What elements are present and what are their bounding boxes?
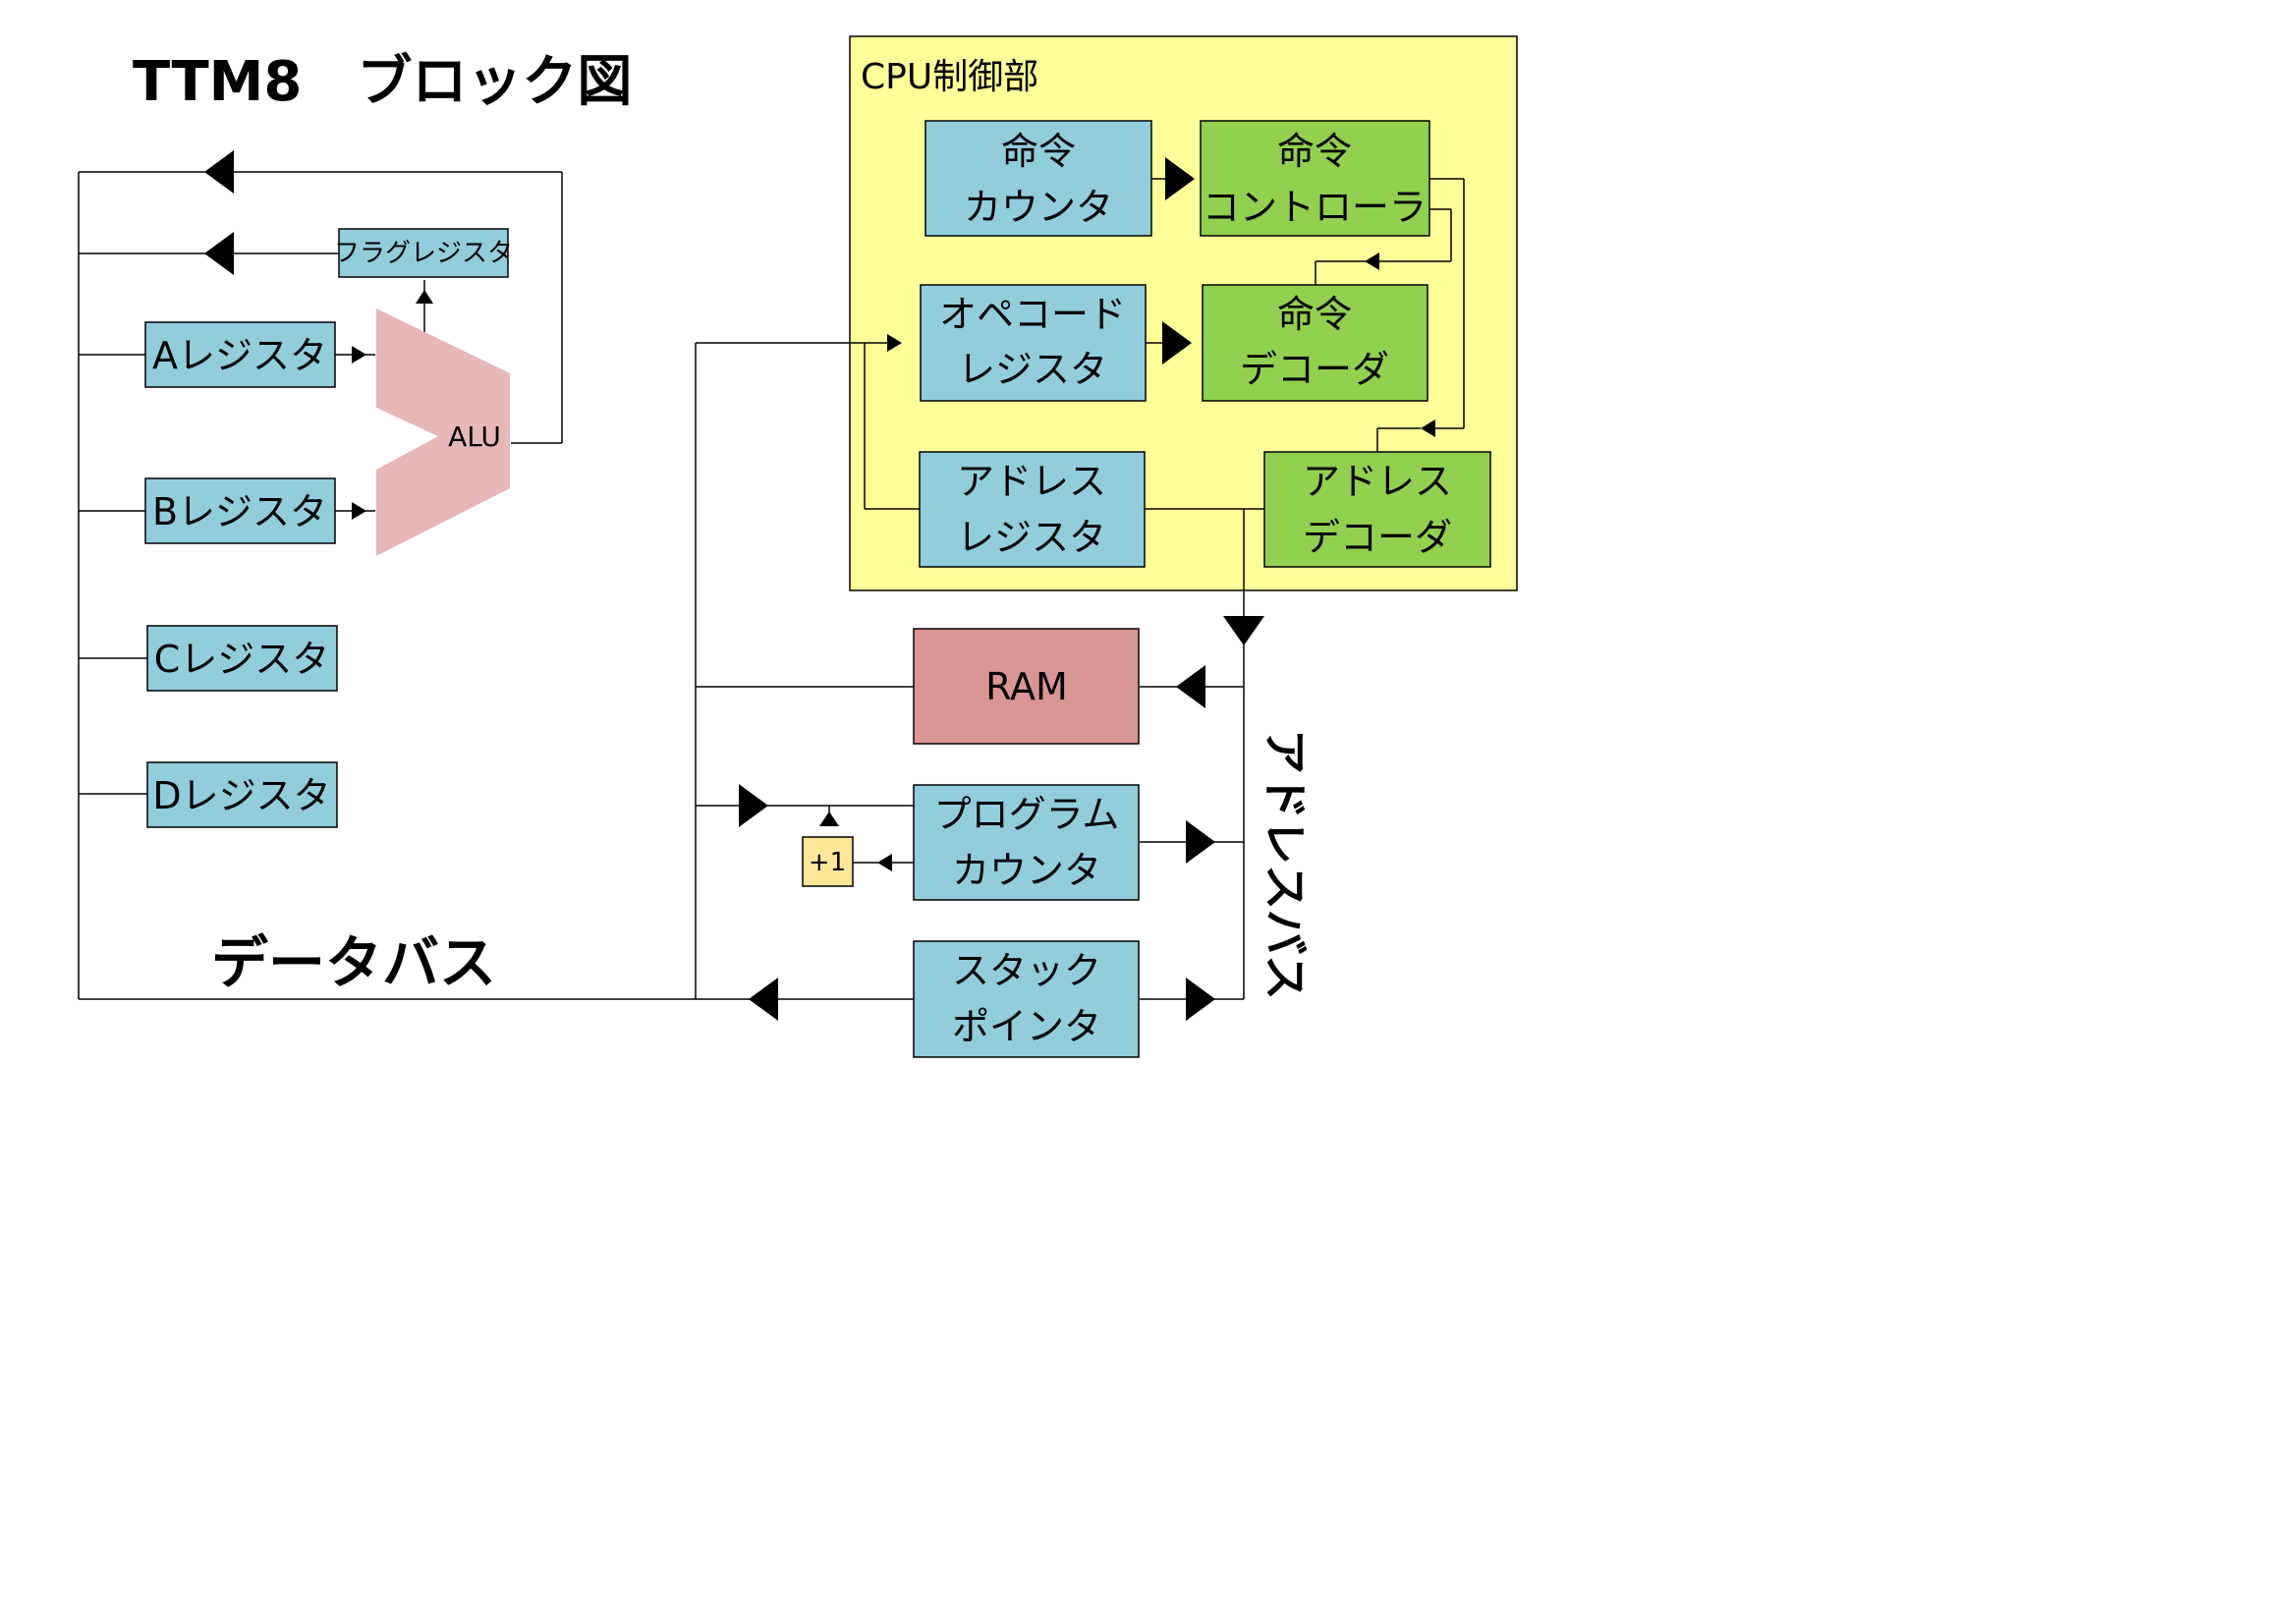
alu-label: ALU	[448, 420, 501, 453]
arrowheads	[204, 150, 1435, 1021]
instruction-controller-line1: 命令	[1277, 130, 1352, 173]
d-register-label: Dレジスタ	[152, 774, 330, 817]
opcode-register-line2: レジスタ	[958, 348, 1107, 391]
instruction-counter: 命令 カウンタ	[924, 120, 1152, 237]
instruction-decoder: 命令 デコーダ	[1202, 284, 1428, 402]
a-register-label: Aレジスタ	[152, 334, 327, 377]
address-decoder: アドレス デコーダ	[1263, 451, 1491, 568]
program-counter-line1: プログラム	[934, 793, 1120, 836]
arrow-down-icon	[1223, 616, 1264, 645]
stack-pointer: スタック ポインタ	[913, 940, 1140, 1058]
instruction-counter-line1: 命令	[1001, 130, 1076, 173]
alu: ALU	[376, 308, 510, 556]
arrow-left-icon	[1421, 420, 1435, 437]
instruction-counter-line2: カウンタ	[964, 186, 1113, 229]
instruction-decoder-line1: 命令	[1277, 293, 1352, 336]
address-register-line2: レジスタ	[957, 516, 1106, 559]
instruction-controller-line2: コントローラ	[1203, 186, 1427, 229]
page-title: TTM8 ブロック図	[133, 50, 632, 114]
arrow-up-icon	[416, 290, 433, 304]
arrow-up-icon	[819, 812, 839, 826]
arrow-right-icon	[1162, 321, 1192, 364]
b-register-label: Bレジスタ	[152, 490, 327, 533]
b-register: Bレジスタ	[144, 477, 336, 544]
increment-unit: +1	[802, 836, 854, 887]
opcode-register: オペコード レジスタ	[920, 284, 1147, 402]
address-register: アドレス レジスタ	[919, 451, 1146, 568]
address-decoder-line2: デコーダ	[1303, 516, 1452, 559]
arrow-left-icon	[204, 232, 234, 275]
arrow-left-icon	[877, 854, 892, 871]
c-register-label: Cレジスタ	[154, 638, 330, 681]
flag-register-label: フラグレジスタ	[334, 239, 513, 268]
arrow-left-icon	[1176, 665, 1205, 708]
arrow-right-icon	[739, 784, 768, 827]
arrow-left-icon	[749, 978, 778, 1021]
cpu-control-label: CPU制御部	[861, 57, 1038, 97]
stack-pointer-line2: ポインタ	[952, 1005, 1101, 1048]
a-register: Aレジスタ	[144, 321, 336, 388]
address-bus-label: アドレスバス	[1259, 729, 1312, 1000]
program-counter: プログラム カウンタ	[913, 784, 1140, 901]
instruction-decoder-line2: デコーダ	[1240, 348, 1389, 391]
stack-pointer-line1: スタック	[952, 949, 1101, 992]
address-decoder-line1: アドレス	[1303, 460, 1452, 503]
program-counter-line2: カウンタ	[952, 849, 1101, 892]
arrow-right-icon	[352, 346, 366, 364]
instruction-controller: 命令 コントローラ	[1200, 120, 1430, 237]
increment-label: +1	[809, 848, 846, 877]
opcode-register-line1: オペコード	[939, 293, 1126, 336]
flag-register: フラグレジスタ	[334, 228, 513, 278]
arrow-right-icon	[1186, 820, 1215, 864]
c-register: Cレジスタ	[146, 625, 338, 692]
arrow-left-icon	[204, 150, 234, 194]
arrow-right-icon	[352, 502, 366, 520]
ram-label: RAM	[985, 665, 1068, 708]
block-diagram: CPU制御部 TTM8 ブロック図	[78, 35, 1518, 1058]
arrow-right-icon	[1186, 978, 1215, 1021]
data-bus-label: データバス	[211, 929, 496, 996]
d-register: Dレジスタ	[146, 761, 338, 828]
address-register-line1: アドレス	[957, 460, 1106, 503]
ram: RAM	[913, 628, 1140, 745]
arrow-right-icon	[887, 334, 902, 352]
arrow-left-icon	[1365, 252, 1379, 270]
arrow-right-icon	[1165, 157, 1195, 200]
